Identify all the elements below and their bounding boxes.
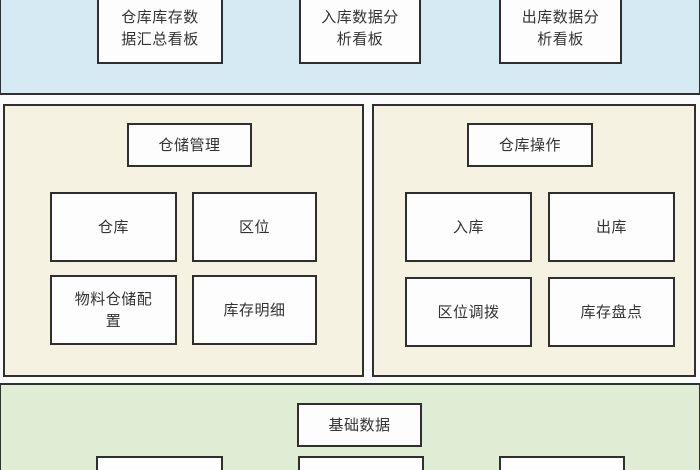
node-outbound: 出库 (548, 192, 675, 262)
node-inbound-data-analysis-dashboard: 入库数据分析看板 (299, 0, 421, 64)
node-warehouse-operations-title: 仓库操作 (467, 123, 593, 167)
node-stocktaking: 库存盘点 (548, 277, 675, 347)
node-inbound: 入库 (405, 192, 532, 262)
node-zone-transfer: 区位调拨 (405, 277, 532, 347)
node-material-storage-config: 物料仓储配置 (50, 275, 177, 345)
node-base-data-title: 基础数据 (297, 403, 422, 447)
node-base-data-empty-3 (499, 456, 625, 470)
node-base-data-empty-1 (96, 456, 223, 470)
node-outbound-data-analysis-dashboard: 出库数据分析看板 (499, 0, 622, 64)
node-warehouse-management-title: 仓储管理 (127, 123, 252, 167)
node-zone: 区位 (192, 192, 317, 262)
node-inventory-detail: 库存明细 (192, 275, 317, 345)
node-base-data-empty-2 (298, 456, 424, 470)
node-warehouse: 仓库 (50, 192, 177, 262)
node-warehouse-inventory-summary-dashboard: 仓库库存数据汇总看板 (97, 0, 223, 64)
